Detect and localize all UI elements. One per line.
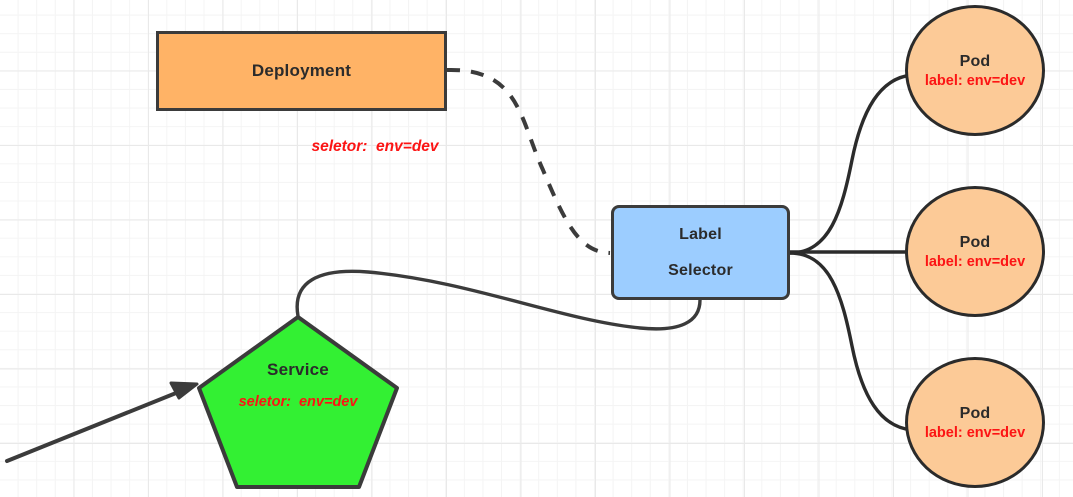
deployment-selector-caption: seletor: env=dev (311, 138, 439, 155)
node-pod-2[interactable]: Pod label: env=dev (905, 186, 1045, 317)
pod-3-label: Pod (959, 404, 991, 422)
pod-1-sublabel: label: env=dev (924, 72, 1026, 89)
pod-1-label: Pod (959, 52, 991, 70)
deployment-label: Deployment (251, 61, 352, 80)
label-selector-line1: Label (679, 225, 722, 243)
pod-2-sublabel: label: env=dev (924, 253, 1026, 270)
label-selector-line2: Selector (668, 261, 733, 279)
pod-3-sublabel: label: env=dev (924, 424, 1026, 441)
pod-2-label: Pod (959, 233, 991, 251)
edge-label-selector-to-pod-1 (788, 73, 914, 255)
pentagon-shape (197, 315, 399, 489)
node-pod-3[interactable]: Pod label: env=dev (905, 357, 1045, 488)
service-selector-caption: seletor: env=dev (238, 394, 358, 410)
node-deployment[interactable]: Deployment (156, 31, 447, 111)
edge-label-selector-to-pod-3 (788, 251, 914, 432)
node-pod-1[interactable]: Pod label: env=dev (905, 5, 1045, 136)
edge-incoming-traffic-to-service (5, 381, 199, 463)
edge-deployment-to-label-selector (446, 67, 611, 255)
node-service[interactable]: Service seletor: env=dev (196, 314, 400, 490)
node-label-selector[interactable]: Label Selector (611, 205, 790, 300)
service-label: Service (267, 360, 329, 379)
